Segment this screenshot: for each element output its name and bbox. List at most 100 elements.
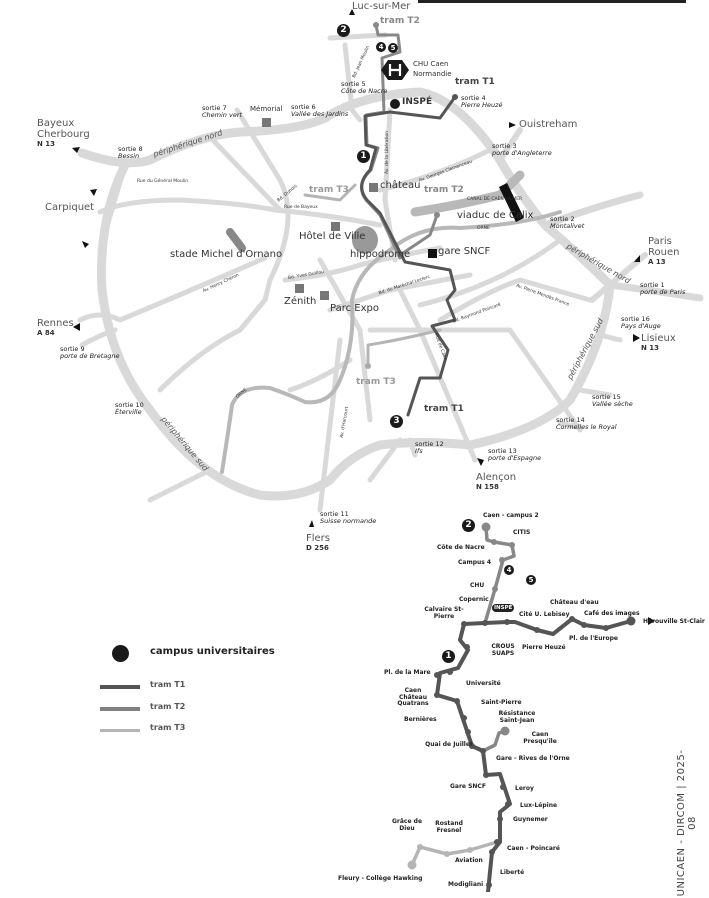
landmark-stade: stade Michel d'Ornano (170, 249, 283, 260)
memorial-marker (262, 118, 271, 127)
landmark-chu-2: Normandie (413, 70, 452, 78)
landmark-hippodrome: hippodrome (350, 249, 411, 260)
exit-name: Montalivet (550, 222, 585, 231)
stop-dot (500, 784, 506, 790)
destination-luc: Luc-sur-Mer (352, 1, 411, 12)
hippodrome-shape (352, 226, 378, 254)
station-campus2: Caen - campus 2 (483, 512, 539, 519)
exit-name: Pays d'Auge (621, 322, 661, 331)
destination-paris: Paris (648, 236, 672, 247)
landmark-memorial: Mémorial (250, 105, 283, 113)
diagram-stops (407, 522, 636, 888)
exit-number: sortie 10 (115, 401, 144, 409)
stop-dot (505, 801, 511, 807)
tram-label-t3s: tram T3 (356, 377, 396, 387)
exit-number: sortie 5 (341, 80, 366, 88)
arrow-icon (72, 147, 80, 153)
station-quatrans: Caen Château Quatrans (397, 687, 429, 708)
legend-t1-swatch (100, 685, 140, 689)
landmark-viaduc: viaduc de Calix (457, 210, 534, 221)
stop-dot (489, 849, 495, 855)
canal-caen-la-mer (410, 170, 525, 217)
station-cotenacre: Côte de Nacre (437, 544, 485, 551)
legend-campus-label: campus universitaires (150, 646, 275, 657)
exit-number: sortie 7 (202, 104, 227, 112)
station-cafe: Café des images (584, 610, 640, 617)
station-chu: CHU (470, 582, 485, 589)
station-quai: Quai de Juillet (425, 741, 473, 748)
exit-name: Pierre Heuzé (461, 101, 503, 110)
landmark-chu: CHU Caen (413, 60, 449, 68)
station-calvaire: Calvaire St-Pierre (424, 606, 464, 620)
station-poincare: Caen - Poincaré (507, 845, 560, 852)
campus-badge-2: 2 (337, 24, 350, 37)
ring-road (77, 87, 615, 501)
stop-dot (461, 715, 467, 721)
arrow-icon (648, 617, 655, 625)
legend-t2-label: tram T2 (150, 702, 186, 711)
roads (77, 32, 704, 513)
direction-arrows (72, 9, 655, 625)
exit-name: Vallée sèche (592, 400, 633, 409)
waterways (220, 170, 562, 474)
header-rule (418, 0, 686, 3)
exit-number: sortie 16 (621, 315, 650, 323)
exit-number: sortie 6 (291, 103, 316, 111)
diagram-inspe-tag: INSPÉ (492, 604, 515, 613)
landmark-inspe: INSPÉ (402, 97, 433, 107)
exit-number: sortie 8 (118, 145, 143, 153)
diagram-campus-badge-5: 5 (526, 575, 536, 585)
road-number-rennes: A 84 (37, 329, 55, 337)
exit-number: sortie 11 (320, 510, 349, 518)
arrow-icon (634, 255, 640, 262)
tram-label-t1s: tram T1 (424, 404, 464, 414)
stop-dot (509, 542, 515, 548)
stop-dot (534, 627, 540, 633)
exit-name: porte d'Angleterre (492, 149, 552, 158)
exit-number: sortie 13 (488, 447, 517, 455)
inspe-campus-dot (390, 99, 400, 109)
station-gracedieu: Grâce de Dieu (392, 818, 423, 832)
arrow-icon (477, 458, 484, 466)
stop-dot (434, 672, 440, 678)
arrow-icon (309, 520, 314, 527)
parc-expo-marker (320, 291, 329, 300)
stop-dot (569, 616, 575, 622)
station-europe: Pl. de l'Europe (569, 635, 618, 642)
diagram-campus-badge-2: 2 (462, 519, 475, 532)
station-guynemer: Guynemer (513, 816, 548, 823)
road-number-lisieux: N 13 (641, 344, 660, 352)
road-number-bayeux: N 13 (37, 140, 56, 148)
station-aviation: Aviation (455, 857, 483, 864)
exit-name: porte de Bretagne (60, 352, 120, 361)
station-liberte: Liberté (500, 869, 525, 876)
exit-number: sortie 3 (492, 142, 517, 150)
station-herouville: Hérouville St-Clair (643, 618, 705, 625)
landmark-canal: CANAL DE CAEN LA MER (467, 197, 523, 202)
credit-text: UNICAEN - DIRCOM | 2025-08 (676, 749, 698, 897)
diagram-campus-badge-1: 1 (442, 650, 455, 663)
hotel-de-ville-marker (331, 222, 340, 231)
stop-dot (504, 619, 510, 625)
destination-flers: Flers (306, 533, 331, 544)
tram-label-t2c: tram T2 (424, 185, 464, 195)
destination-bayeux-2: Cherbourg (37, 129, 90, 140)
station-stpierre: Saint-Pierre (481, 699, 522, 706)
destination-ouistreham: Ouistreham (519, 119, 578, 130)
stop-dot (494, 839, 500, 845)
stop-dot (499, 557, 505, 563)
exit-number: sortie 15 (592, 393, 621, 401)
station-leroy: Leroy (515, 785, 534, 792)
destination-lisieux: Lisieux (641, 333, 676, 344)
station-citeu: Cité U. Lebisey (519, 611, 570, 618)
